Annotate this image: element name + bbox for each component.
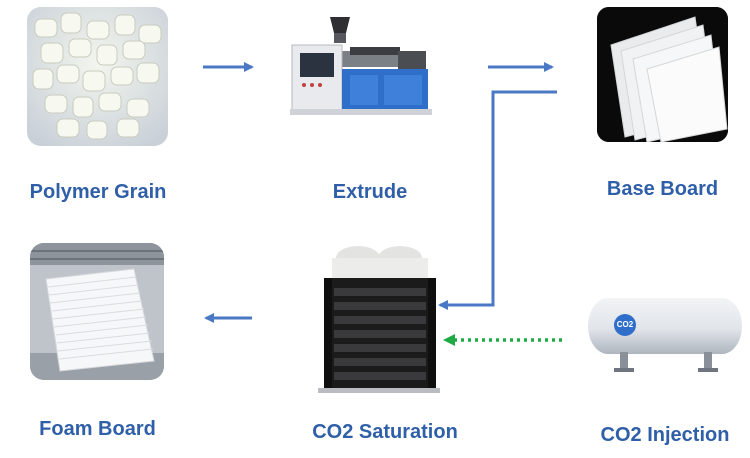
tank-co2-badge: CO2 — [614, 314, 636, 336]
arrow-base-board-to-saturation — [438, 90, 557, 310]
extruder-image — [290, 11, 432, 128]
base-board-image — [597, 7, 728, 142]
co2-saturation-label: CO2 Saturation — [312, 421, 458, 443]
foam-board-image — [30, 243, 164, 380]
co2-injection-image — [586, 290, 744, 374]
co2-saturation-image — [318, 244, 440, 393]
base-board-label: Base Board — [606, 178, 719, 200]
co2-injection-label: CO2 Injection — [600, 424, 730, 446]
polymer-grain-label: Polymer Grain — [29, 181, 167, 203]
extrude-label: Extrude — [332, 181, 408, 203]
foam-board-label: Foam Board — [39, 418, 156, 440]
polymer-grain-image — [27, 7, 168, 146]
